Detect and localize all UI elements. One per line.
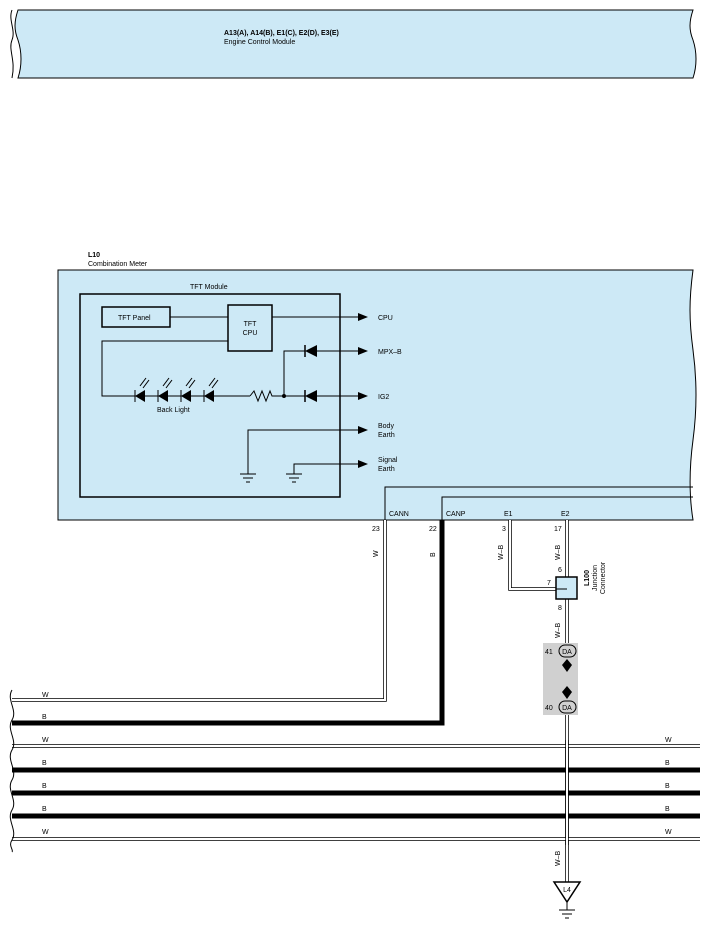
connector-da: DA DA 41 40: [543, 643, 578, 715]
ground-l4: L4: [552, 881, 582, 919]
wire-color-w: W: [42, 737, 49, 744]
tft-module-label: TFT Module: [190, 284, 228, 291]
wire-color-wb: W–B: [555, 851, 562, 867]
wire-color-b: B: [665, 760, 670, 767]
meter-code: L10: [88, 252, 100, 259]
back-light-label: Back Light: [157, 407, 190, 414]
arrow-icon: [358, 460, 368, 468]
wire-canp: B B: [12, 520, 445, 726]
wire-color-w: W: [373, 550, 380, 557]
output-mpxb: MPX–B: [378, 349, 402, 356]
junction-code: L100: [584, 570, 591, 586]
wire-color-b: B: [665, 783, 670, 790]
wire-color-wb: W–B: [555, 623, 562, 639]
tft-panel-label: TFT Panel: [118, 315, 151, 322]
break-line: [10, 9, 14, 79]
wire-color-wb: W–B: [555, 545, 562, 561]
wire-e1: W–B 7: [498, 520, 556, 591]
connector-da-label: DA: [562, 649, 572, 656]
wire-color-b: B: [430, 552, 437, 557]
meter-name: Combination Meter: [88, 261, 148, 268]
led-icon: [134, 377, 150, 402]
ground-icon: [286, 473, 302, 483]
led-icon: [180, 377, 196, 402]
pin-canp: 22: [429, 526, 437, 533]
tft-cpu-label-1: TFT: [244, 321, 258, 328]
pin-da-top: 41: [545, 649, 553, 656]
pin-e2: 17: [554, 526, 562, 533]
wire-color-w: W: [42, 829, 49, 836]
terminal-canp: CANP: [446, 511, 466, 518]
pin-cann: 23: [372, 526, 380, 533]
wire-color-b: B: [42, 760, 47, 767]
arrow-icon: [358, 347, 368, 355]
wire-color-w: W: [665, 737, 672, 744]
wire-color-w: W: [665, 829, 672, 836]
break-line: [9, 689, 15, 853]
output-signal-earth-1: Signal: [378, 457, 398, 464]
bus-wires: W W B B B B B B W W: [12, 737, 700, 845]
junction-connector-l100: L100 Junction Connector: [555, 561, 607, 600]
wire-color-w: W: [42, 692, 49, 699]
diode-icon: [305, 390, 317, 402]
terminal-e1: E1: [504, 511, 513, 518]
output-body-earth-2: Earth: [378, 432, 395, 439]
connector-da-label: DA: [562, 705, 572, 712]
pin-da-bottom: 40: [545, 705, 553, 712]
arrow-icon: [358, 313, 368, 321]
pin-jc-in-left: 7: [547, 580, 551, 587]
diode-icon: [305, 345, 317, 357]
tft-module: TFT Module TFT Panel TFT CPU CPU: [79, 284, 402, 498]
led-icon: [157, 377, 173, 402]
tft-cpu-box: [227, 304, 273, 352]
ecm-module: A13(A), A14(B), E1(C), E2(D), E3(E) Engi…: [12, 9, 700, 79]
wire-cann: W W: [12, 520, 387, 702]
wire-color-b: B: [665, 806, 670, 813]
arrow-icon: [358, 392, 368, 400]
pin-jc-out: 8: [558, 605, 562, 612]
tft-cpu-label-2: CPU: [243, 330, 258, 337]
led-icon: [203, 377, 219, 402]
back-light-leds: [130, 377, 250, 402]
wire-color-wb: W–B: [498, 545, 505, 561]
junction-name-2: Connector: [600, 561, 607, 594]
junction-name-1: Junction: [592, 565, 599, 591]
terminal-cann: CANN: [389, 511, 409, 518]
pin-e1: 3: [502, 526, 506, 533]
pin-jc-in-top: 6: [558, 567, 562, 574]
wire-color-b: B: [42, 806, 47, 813]
ecm-connectors: A13(A), A14(B), E1(C), E2(D), E3(E): [224, 30, 339, 37]
ground-icon: [559, 909, 575, 919]
wire-color-b: B: [42, 714, 47, 721]
ecm-name: Engine Control Module: [224, 39, 295, 46]
output-signal-earth-2: Earth: [378, 466, 395, 473]
output-ig2: IG2: [378, 394, 389, 401]
terminal-e2: E2: [561, 511, 570, 518]
output-body-earth-1: Body: [378, 423, 394, 430]
resistor-icon: [249, 389, 305, 403]
ground-icon: [240, 473, 256, 483]
meter-terminals: CANN CANP E1 E2: [384, 486, 693, 520]
wire-color-b: B: [42, 783, 47, 790]
arrow-icon: [358, 426, 368, 434]
output-cpu: CPU: [378, 315, 393, 322]
ground-l4-label: L4: [563, 887, 571, 894]
